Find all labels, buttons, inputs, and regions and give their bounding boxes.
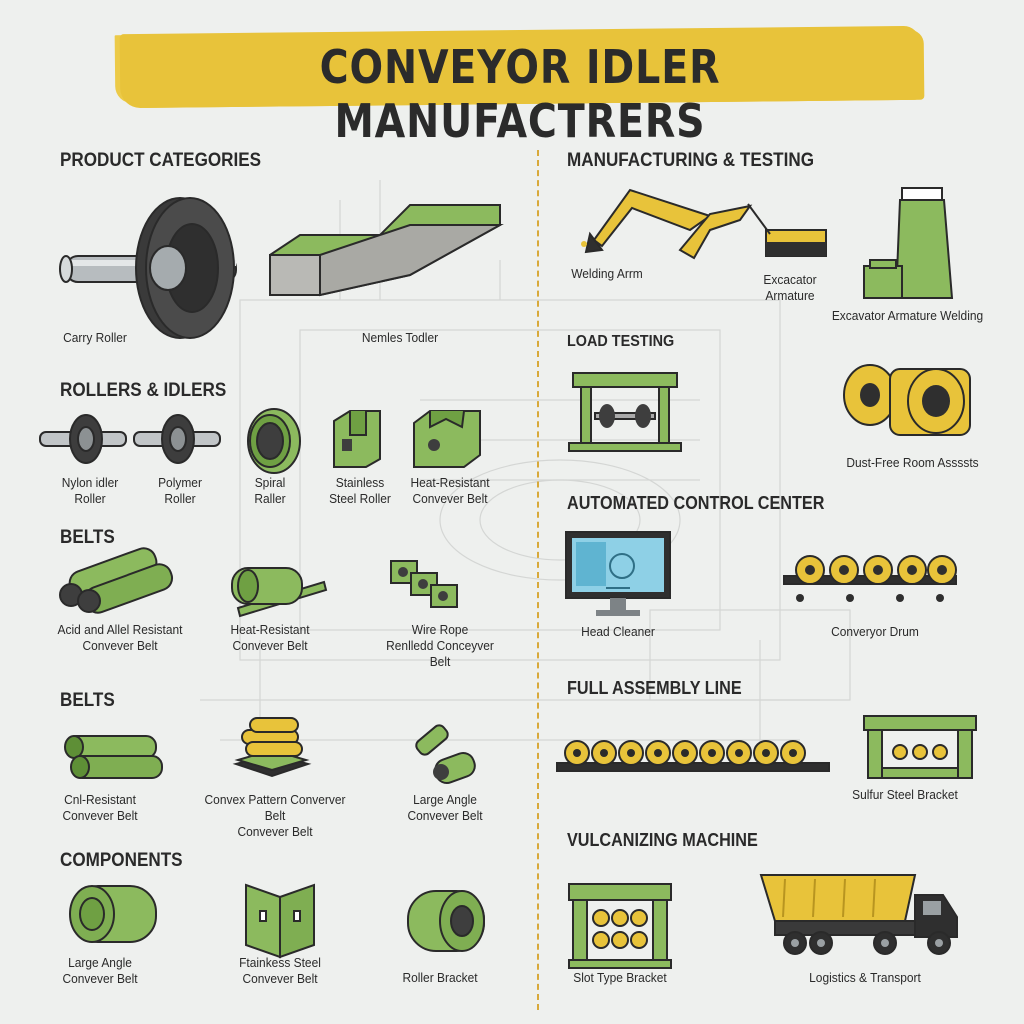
- conveyor-drum-label: Converyor Drum: [831, 624, 919, 639]
- yellow-roll-stack-icon: [232, 717, 312, 778]
- spiral-roller-label: Spiral Raller: [254, 475, 286, 506]
- twin-tube-icon: [59, 547, 174, 614]
- load-test-frame-icon: [568, 372, 682, 452]
- hollow-roller-icon: [407, 890, 485, 952]
- heat-belt-label: Heat-Resistant Convever Belt: [410, 475, 490, 506]
- dump-truck-icon: [759, 874, 958, 955]
- silo-building-icon: [863, 187, 954, 299]
- dust-free-room-label: Dust-Free Room Assssts: [846, 455, 979, 470]
- rail-profile-icon: [269, 204, 504, 297]
- heat-resistant-belt-label: Heat-Resistant Convever Belt: [230, 622, 310, 653]
- wire-rope-belt-label: Wire Rope Renlledd Conceyver Belt: [386, 622, 494, 669]
- column-divider: [537, 150, 539, 1010]
- section-heading-assembly-line: FULL ASSEMBLY LINE: [567, 678, 742, 698]
- green-cylinder-icon: [69, 885, 157, 943]
- silo-label: Excavator Armature Welding: [831, 308, 984, 323]
- assembly-roller-hub: [762, 749, 770, 757]
- assembly-roller-hub: [573, 749, 581, 757]
- steel-roller-label: Stainless Steel Roller: [329, 475, 391, 506]
- section-heading-rollers-idlers: ROLLERS & IDLERS: [60, 380, 227, 401]
- folded-bracket-icon: [245, 883, 315, 959]
- drum-machine-icon: [843, 364, 971, 436]
- section-heading-belts-2: BELTS: [60, 690, 115, 711]
- assembly-roller-hub: [708, 749, 716, 757]
- assembly-roller-hub: [654, 749, 662, 757]
- section-heading-load-testing: LOAD TESTING: [567, 333, 675, 350]
- section-heading-belts-1: BELTS: [60, 527, 115, 548]
- slot-bracket-label: Slot Type Bracket: [573, 970, 667, 985]
- assembly-roller-hub: [789, 749, 797, 757]
- drum-conveyor-icon: [783, 555, 957, 602]
- assembly-roller-hub: [681, 749, 689, 757]
- assembly-line-icon: [556, 740, 830, 772]
- large-angle-belt-label: Large Angle Convever Belt: [407, 792, 483, 823]
- carry-roller-icon: [59, 197, 237, 339]
- component-large-angle-label: Large Angle Convever Belt: [62, 955, 138, 986]
- carry-roller-label: Carry Roller: [63, 330, 127, 345]
- stainless-belt-label: Ftainkess Steel Convever Belt: [239, 955, 321, 986]
- green-rolls-icon: [64, 735, 163, 779]
- logistics-label: Logistics & Transport: [809, 970, 921, 985]
- excavator-arm-icon: [581, 188, 827, 260]
- acid-belt-label: Acid and Allel Resistant Convever Belt: [57, 622, 183, 653]
- angle-rolls-icon: [415, 724, 476, 785]
- polymer-roller-label: Polymer Roller: [158, 475, 202, 506]
- head-cleaner-label: Head Cleaner: [581, 624, 655, 639]
- steel-bracket-icon: [333, 410, 381, 468]
- welding-arm-label: Welding Arrm: [571, 266, 643, 281]
- cnl-belt-label: Cnl-Resistant Convever Belt: [62, 792, 138, 823]
- excavator-label: Excacator Armature: [763, 272, 817, 303]
- convex-belt-label: Convex Pattern Converver Belt Convever B…: [204, 792, 346, 839]
- nylon-roller-icon: [39, 414, 127, 464]
- section-heading-manufacturing: MANUFACTURING & TESTING: [567, 150, 814, 171]
- section-heading-vulcanizing: VULCANIZING MACHINE: [567, 830, 758, 850]
- spiral-roller-icon: [247, 408, 301, 474]
- rail-profile-label: Nemles Todler: [361, 330, 439, 345]
- section-heading-components: COMPONENTS: [60, 850, 183, 871]
- roller-bracket-label: Roller Bracket: [402, 970, 478, 985]
- assembly-roller-hub: [600, 749, 608, 757]
- monitor-icon: [565, 531, 671, 616]
- section-heading-control-center: AUTOMATED CONTROL CENTER: [567, 493, 825, 513]
- section-heading-product-categories: PRODUCT CATEGORIES: [60, 150, 262, 171]
- nylon-roller-label: Nylon idler Roller: [61, 475, 119, 506]
- bracket-press-icon: [863, 715, 977, 779]
- sulfur-bracket-label: Sulfur Steel Bracket: [852, 787, 958, 802]
- polymer-roller-icon: [133, 414, 221, 464]
- assembly-roller-hub: [627, 749, 635, 757]
- page-title: CONVEYOR IDLER MANUFACTRERS: [319, 40, 721, 148]
- tube-on-rail-icon: [231, 567, 328, 618]
- assembly-roller-hub: [735, 749, 743, 757]
- vulcanizing-press-icon: [568, 883, 672, 969]
- bracket-cluster-icon: [390, 560, 458, 608]
- heat-belt-block-icon: [413, 410, 481, 468]
